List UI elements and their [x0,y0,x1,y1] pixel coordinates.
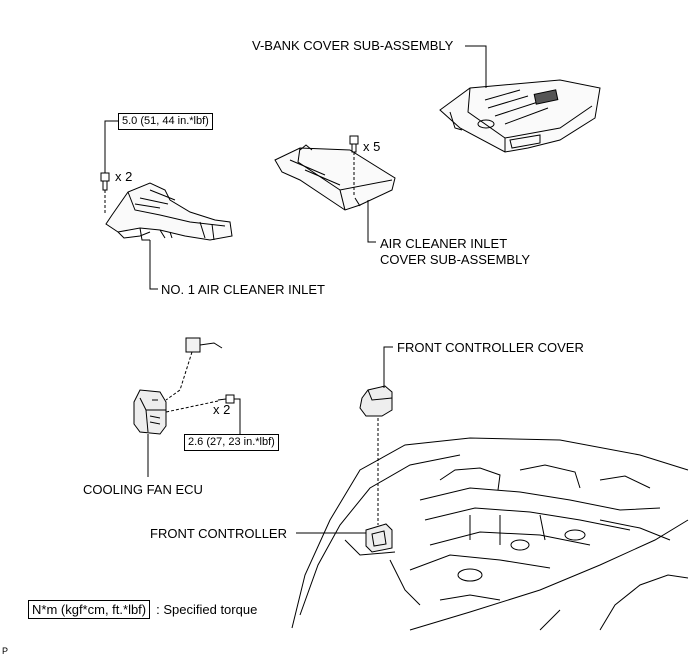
inlet-bolt-quantity: x 2 [115,169,133,184]
v-bank-leader-line [465,45,487,88]
front-controller-label: FRONT CONTROLLER [150,526,287,541]
air-cleaner-inlet-cover-part [274,144,396,211]
air-cleaner-inlet-cover-label-line1: AIR CLEANER INLET [380,236,508,251]
inlet-torque-leader-line [104,120,118,173]
legend-unit-box: N*m (kgf*cm, ft.*lbf) [28,600,151,619]
figure-code: P [2,646,9,656]
engine-compartment-drawing [291,437,689,631]
ecu-bolt-torque-box: 2.6 (27, 23 in.*lbf) [184,434,279,451]
ecu-torque-leader-line [234,398,241,434]
front-controller-cover-label: FRONT CONTROLLER COVER [397,340,584,355]
ecu-bolt-quantity: x 2 [213,402,231,417]
controller-cover-leader-line [383,346,393,388]
inlet-bolt [100,172,110,191]
front-controller-cover-part [359,385,393,417]
ecu-bolt-dashed-guide [165,400,219,413]
inlet-cover-leader-line [367,200,376,243]
air-cleaner-inlet-cover-label-line2: COVER SUB-ASSEMBLY [380,252,531,267]
connector-dashed-guide [165,351,193,401]
v-bank-cover-part [439,79,601,153]
cooling-fan-ecu-part [133,389,167,435]
inlet-cover-clip [349,135,359,153]
no1-air-cleaner-inlet-label: NO. 1 AIR CLEANER INLET [161,282,325,297]
ecu-connector [185,337,223,353]
legend-description: : Specified torque [156,602,258,617]
front-controller-part [365,523,393,553]
cover-clip-quantity: x 5 [363,139,381,154]
v-bank-cover-label: V-BANK COVER SUB-ASSEMBLY [252,38,454,53]
no1-inlet-leader-line [149,240,158,290]
no1-air-cleaner-inlet-part [105,182,233,241]
inlet-bolt-torque-box: 5.0 (51, 44 in.*lbf) [118,113,213,130]
cooling-fan-ecu-label: COOLING FAN ECU [83,482,203,497]
torque-legend: N*m (kgf*cm, ft.*lbf) : Specified torque [28,600,257,619]
